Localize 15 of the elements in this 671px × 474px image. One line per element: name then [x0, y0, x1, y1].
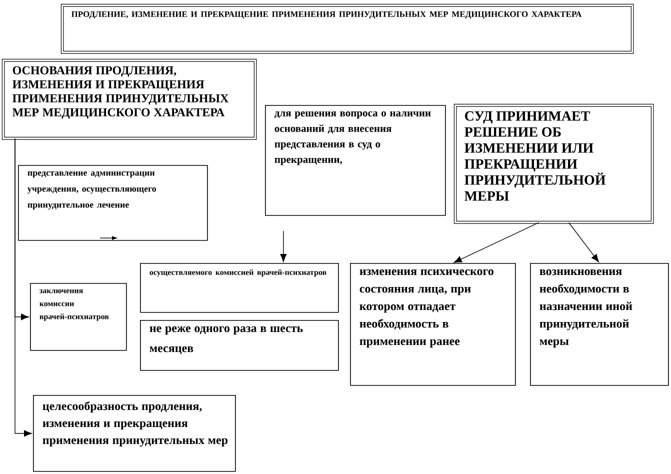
arrow [568, 222, 599, 262]
process-box: представление администрации учреждения, осуществляющего принудительное лечение [18, 165, 208, 241]
process-box: возникновения необходимости в назначении иной принудительной меры [530, 263, 669, 386]
process-box: осуществляемого комиссией врачей-психиатров [140, 263, 339, 313]
connector-arrow [14, 138, 32, 437]
arrow [454, 222, 540, 263]
title-box: ПРОДЛЕНИЕ, ИЗМЕНЕНИЕ И ПРЕКРАЩЕНИЕ ПРИМЕНЕНИЯ ПРИНУДИТЕЛЬНЫХ МЕР МЕДИЦИНСКОГО ХАРАКТЕРА [60, 4, 634, 54]
process-box: изменения психического состояния лица, при котором отпадает необходимость в применении ранее [350, 263, 516, 386]
process-box: для решения вопроса о наличии оснований для внесения представления в суд о прекращении, [265, 105, 446, 216]
arrow [280, 230, 287, 262]
heading-box: ОСНОВАНИЯ ПРОДЛЕНИЯ, ИЗМЕНЕНИЯ И ПРЕКРАЩЕНИЯ ПРИМЕНЕНИЯ ПРИНУДИТЕЛЬНЫХ МЕР МЕДИЦИНСКОГО ХАРАКТЕРА [2, 58, 257, 140]
process-box: заключения комиссии врачей-психиатров [30, 283, 127, 351]
process-box: не реже одного раза в шесть месяцев [140, 320, 339, 371]
decision-box: СУД ПРИНИМАЕТ РЕШЕНИЕ ОБ ИЗМЕНЕНИИ ИЛИ ПРЕКРАЩЕНИИ ПРИНУДИТЕЛЬНОЙ МЕРЫ [454, 104, 654, 224]
process-box: целесообразность продления, изменения и прекращения применения принудительных мер [33, 395, 236, 472]
